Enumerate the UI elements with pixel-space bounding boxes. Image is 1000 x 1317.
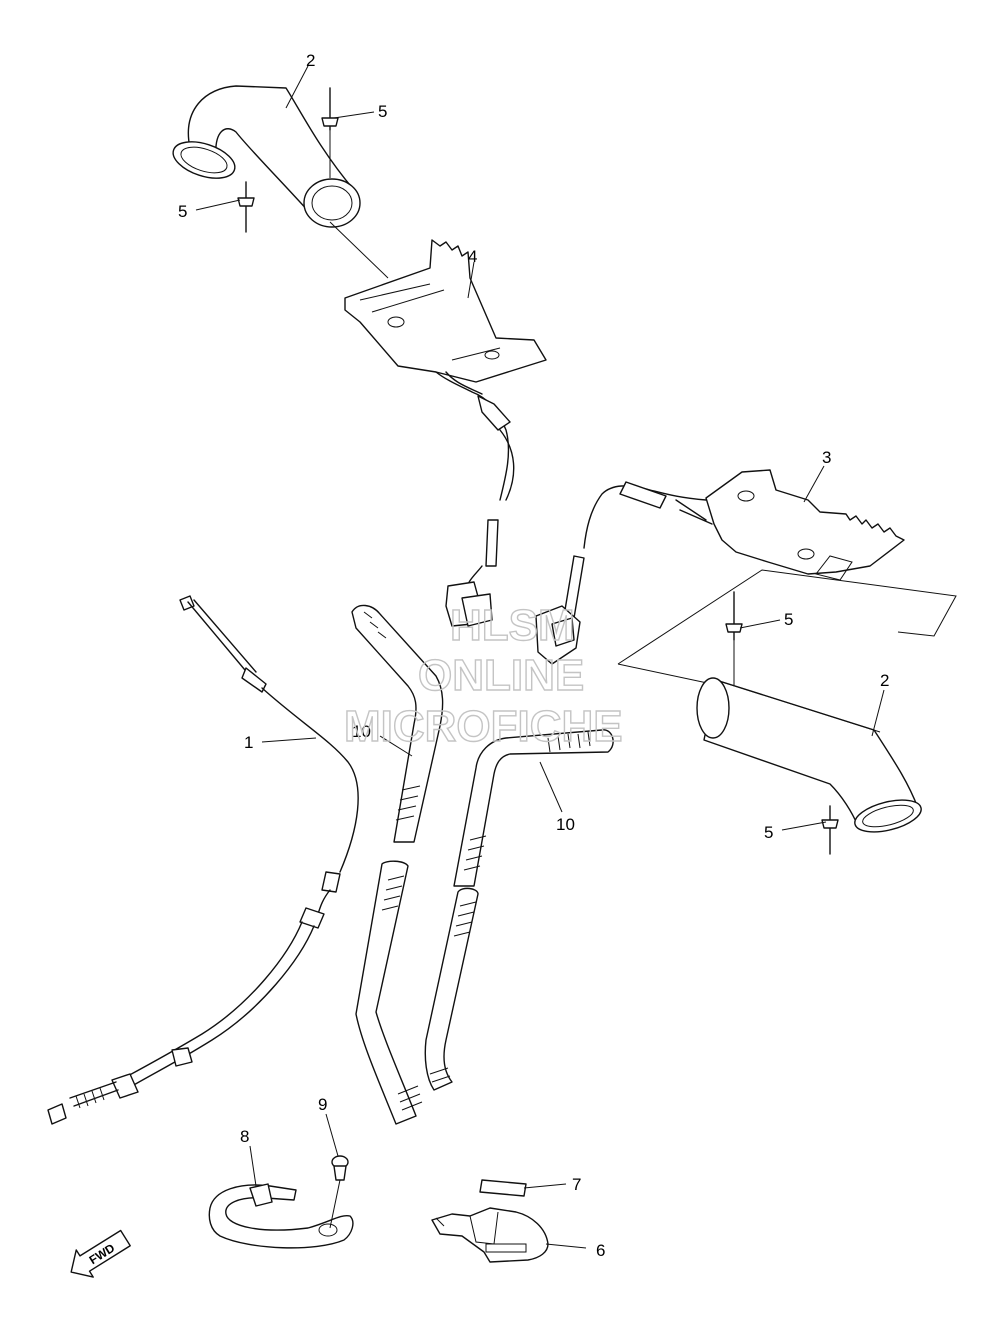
wire-right-heater bbox=[535, 555, 585, 665]
callout-10-right: 10 bbox=[556, 815, 575, 834]
watermark-line-2: ONLINE bbox=[418, 651, 584, 700]
rivet-right-2 bbox=[821, 805, 839, 855]
leader-lines bbox=[195, 65, 885, 1249]
callout-8: 8 bbox=[240, 1127, 249, 1146]
callout-3: 3 bbox=[822, 448, 831, 467]
grip-heater-upper bbox=[344, 239, 547, 501]
callout-5-right-lower: 5 bbox=[764, 823, 773, 842]
rivet-upper-2 bbox=[237, 181, 255, 233]
holder bbox=[431, 1207, 549, 1263]
bracket-ring bbox=[208, 1183, 354, 1249]
callout-2-right: 2 bbox=[880, 671, 889, 690]
callout-5-right-upper: 5 bbox=[784, 610, 793, 629]
assembly-guide-lines bbox=[617, 569, 957, 685]
rivet-right-1 bbox=[725, 591, 743, 686]
hose-left bbox=[351, 604, 444, 1125]
callout-4: 4 bbox=[468, 247, 477, 266]
screw bbox=[329, 1155, 349, 1229]
callout-5-upper-left: 5 bbox=[178, 202, 187, 221]
rivet-upper-1 bbox=[321, 87, 339, 178]
throttle-cable bbox=[47, 595, 359, 1125]
callout-9: 9 bbox=[318, 1095, 327, 1114]
fwd-arrow-icon: FWD bbox=[70, 1229, 131, 1278]
callout-10-left: 10 bbox=[352, 722, 371, 741]
grip-right bbox=[696, 677, 922, 833]
callout-6: 6 bbox=[596, 1241, 605, 1260]
watermark-line-1: HLSM bbox=[450, 601, 575, 650]
pad bbox=[479, 1179, 527, 1197]
callout-7: 7 bbox=[572, 1175, 581, 1194]
hose-right bbox=[424, 729, 614, 1091]
wire-upper-heater bbox=[445, 429, 515, 627]
callout-1: 1 bbox=[244, 733, 253, 752]
callout-5-upper-right: 5 bbox=[378, 102, 387, 121]
watermark-line-3: MICROFICHE bbox=[344, 702, 623, 751]
callout-2-upper: 2 bbox=[306, 51, 315, 70]
grip-upper-left bbox=[172, 85, 389, 279]
grip-heater-right bbox=[583, 469, 905, 581]
